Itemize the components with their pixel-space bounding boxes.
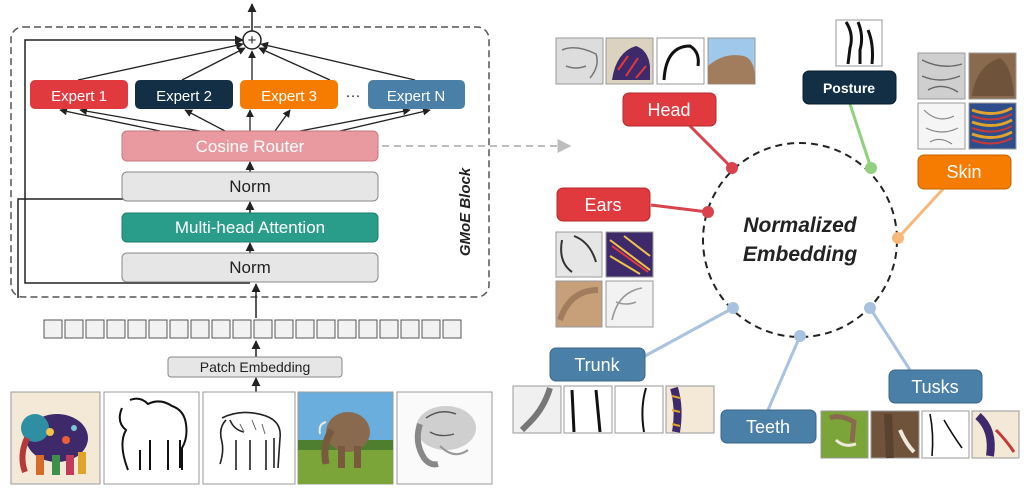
expert-n-label: Expert N: [387, 88, 445, 105]
patch-token: [232, 319, 252, 339]
skin-tag: Skin: [917, 154, 1012, 190]
attention-label: Multi-head Attention: [175, 218, 325, 237]
teeth-tag-label: Teeth: [746, 417, 790, 437]
expert-2-box: [135, 80, 233, 109]
skin-dot: [892, 232, 904, 244]
norm-top-box: [121, 171, 379, 202]
patch-token: [400, 319, 420, 339]
ears-tag-label: Ears: [584, 195, 621, 215]
ears-thumbnails: [555, 231, 654, 328]
head-dot: [726, 162, 738, 174]
patch-token: [190, 319, 210, 339]
posture-thumbnail: [835, 19, 883, 67]
expert-1: Expert 1: [30, 80, 128, 109]
patch-token: [253, 319, 273, 339]
cosine-router-label: Cosine Router: [196, 137, 305, 156]
patch-token: [379, 319, 399, 339]
trunk-thumbnails: [512, 385, 715, 434]
tusks-tag-label: Tusks: [911, 377, 958, 397]
patch-embedding-box: [167, 356, 343, 378]
embedding-label-line1: Normalized: [743, 214, 857, 237]
patch-token: [442, 319, 462, 339]
expert-3-box: [240, 80, 338, 109]
patch-token: [337, 319, 357, 339]
trunk-tag-label: Trunk: [574, 355, 620, 375]
patch-token: [316, 319, 336, 339]
expert-n: Expert N: [368, 80, 465, 109]
patch-token: [127, 319, 147, 339]
head-thumbnails: [555, 37, 756, 85]
patch-token-row: [43, 319, 462, 339]
expert-2-label: Expert 2: [156, 88, 212, 105]
norm-top-label: Norm: [229, 177, 271, 196]
input-image-lineart-elephant: [202, 391, 296, 485]
teeth-dot: [794, 330, 806, 342]
input-image-photo-elephant: [297, 391, 394, 485]
skin-thumbnails: [917, 52, 1017, 150]
experts-ellipsis: ···: [346, 87, 361, 104]
trunk-tag: Trunk: [549, 347, 646, 382]
attention-box: [121, 212, 379, 243]
posture-tag: Posture: [802, 70, 897, 105]
embedding-label-line2: Embedding: [743, 243, 858, 266]
patch-token: [274, 319, 294, 339]
input-image-patterned-elephant: [10, 391, 101, 485]
patch-token: [295, 319, 315, 339]
expert-1-box: [30, 80, 128, 109]
expert-2: Expert 2: [135, 80, 233, 109]
patch-token: [169, 319, 189, 339]
input-images: [10, 391, 493, 485]
norm-bottom-box: [121, 252, 379, 283]
skin-tag-label: Skin: [946, 162, 981, 182]
patch-token: [211, 319, 231, 339]
posture-tag-label: Posture: [823, 80, 875, 96]
input-image-sketch-elephant: [396, 391, 493, 485]
ears-tag: Ears: [556, 187, 651, 222]
expert-3: Expert 3: [240, 80, 338, 109]
tusks-dot: [864, 302, 876, 314]
norm-bottom-label: Norm: [229, 258, 271, 277]
patch-token: [421, 319, 441, 339]
sum-symbol: +: [248, 32, 257, 49]
patch-token: [106, 319, 126, 339]
head-tag-label: Head: [647, 100, 690, 120]
ears-dot: [702, 206, 714, 218]
patch-token: [64, 319, 84, 339]
tusks-thumbnails: [820, 410, 1020, 459]
expert-n-box: [368, 80, 465, 109]
patch-token: [148, 319, 168, 339]
gmoe-block-frame: [10, 26, 490, 298]
expert-3-label: Expert 3: [261, 88, 317, 105]
patch-token: [358, 319, 378, 339]
tusks-tag: Tusks: [888, 369, 983, 404]
input-image-outline-elephant: [103, 391, 200, 485]
patch-token: [85, 319, 105, 339]
expert-1-label: Expert 1: [51, 88, 107, 105]
posture-dot: [865, 162, 877, 174]
gmoe-block-title: GMoE Block: [457, 167, 474, 256]
head-tag: Head: [622, 92, 717, 127]
patch-token: [43, 319, 63, 339]
trunk-dot: [727, 302, 739, 314]
cosine-router-box: [121, 130, 379, 162]
teeth-tag: Teeth: [720, 409, 817, 444]
patch-embedding-label: Patch Embedding: [200, 359, 311, 375]
